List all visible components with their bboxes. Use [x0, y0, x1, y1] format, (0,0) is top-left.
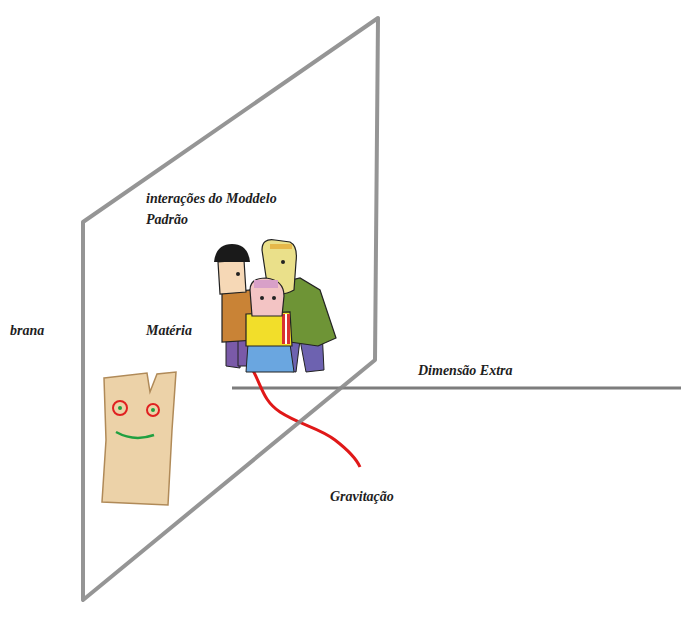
- text-holder: brana: [10, 320, 44, 341]
- text-holder: Dimensão Extra: [418, 360, 513, 381]
- plank-figure: [102, 372, 176, 505]
- extra-dimension-line: [232, 387, 681, 390]
- cartoon-figure: [246, 278, 294, 372]
- brane-name: brana: [10, 320, 44, 341]
- brane-outline-path: [83, 18, 378, 600]
- text-holder: Gravitação: [330, 486, 394, 507]
- force-label: Gravitação: [330, 486, 394, 507]
- text-holder: interações do Moddelo Padrão: [146, 188, 306, 230]
- brane-plane: brana interações do Moddelo PadrãoMatéria: [0, 0, 400, 612]
- region-label: Matéria: [146, 320, 192, 341]
- region-label: interações do Moddelo Padrão: [146, 188, 306, 230]
- text-holder: Matéria: [146, 320, 192, 341]
- dimension-label: Dimensão Extra: [418, 360, 513, 381]
- brane-outline: [0, 0, 400, 612]
